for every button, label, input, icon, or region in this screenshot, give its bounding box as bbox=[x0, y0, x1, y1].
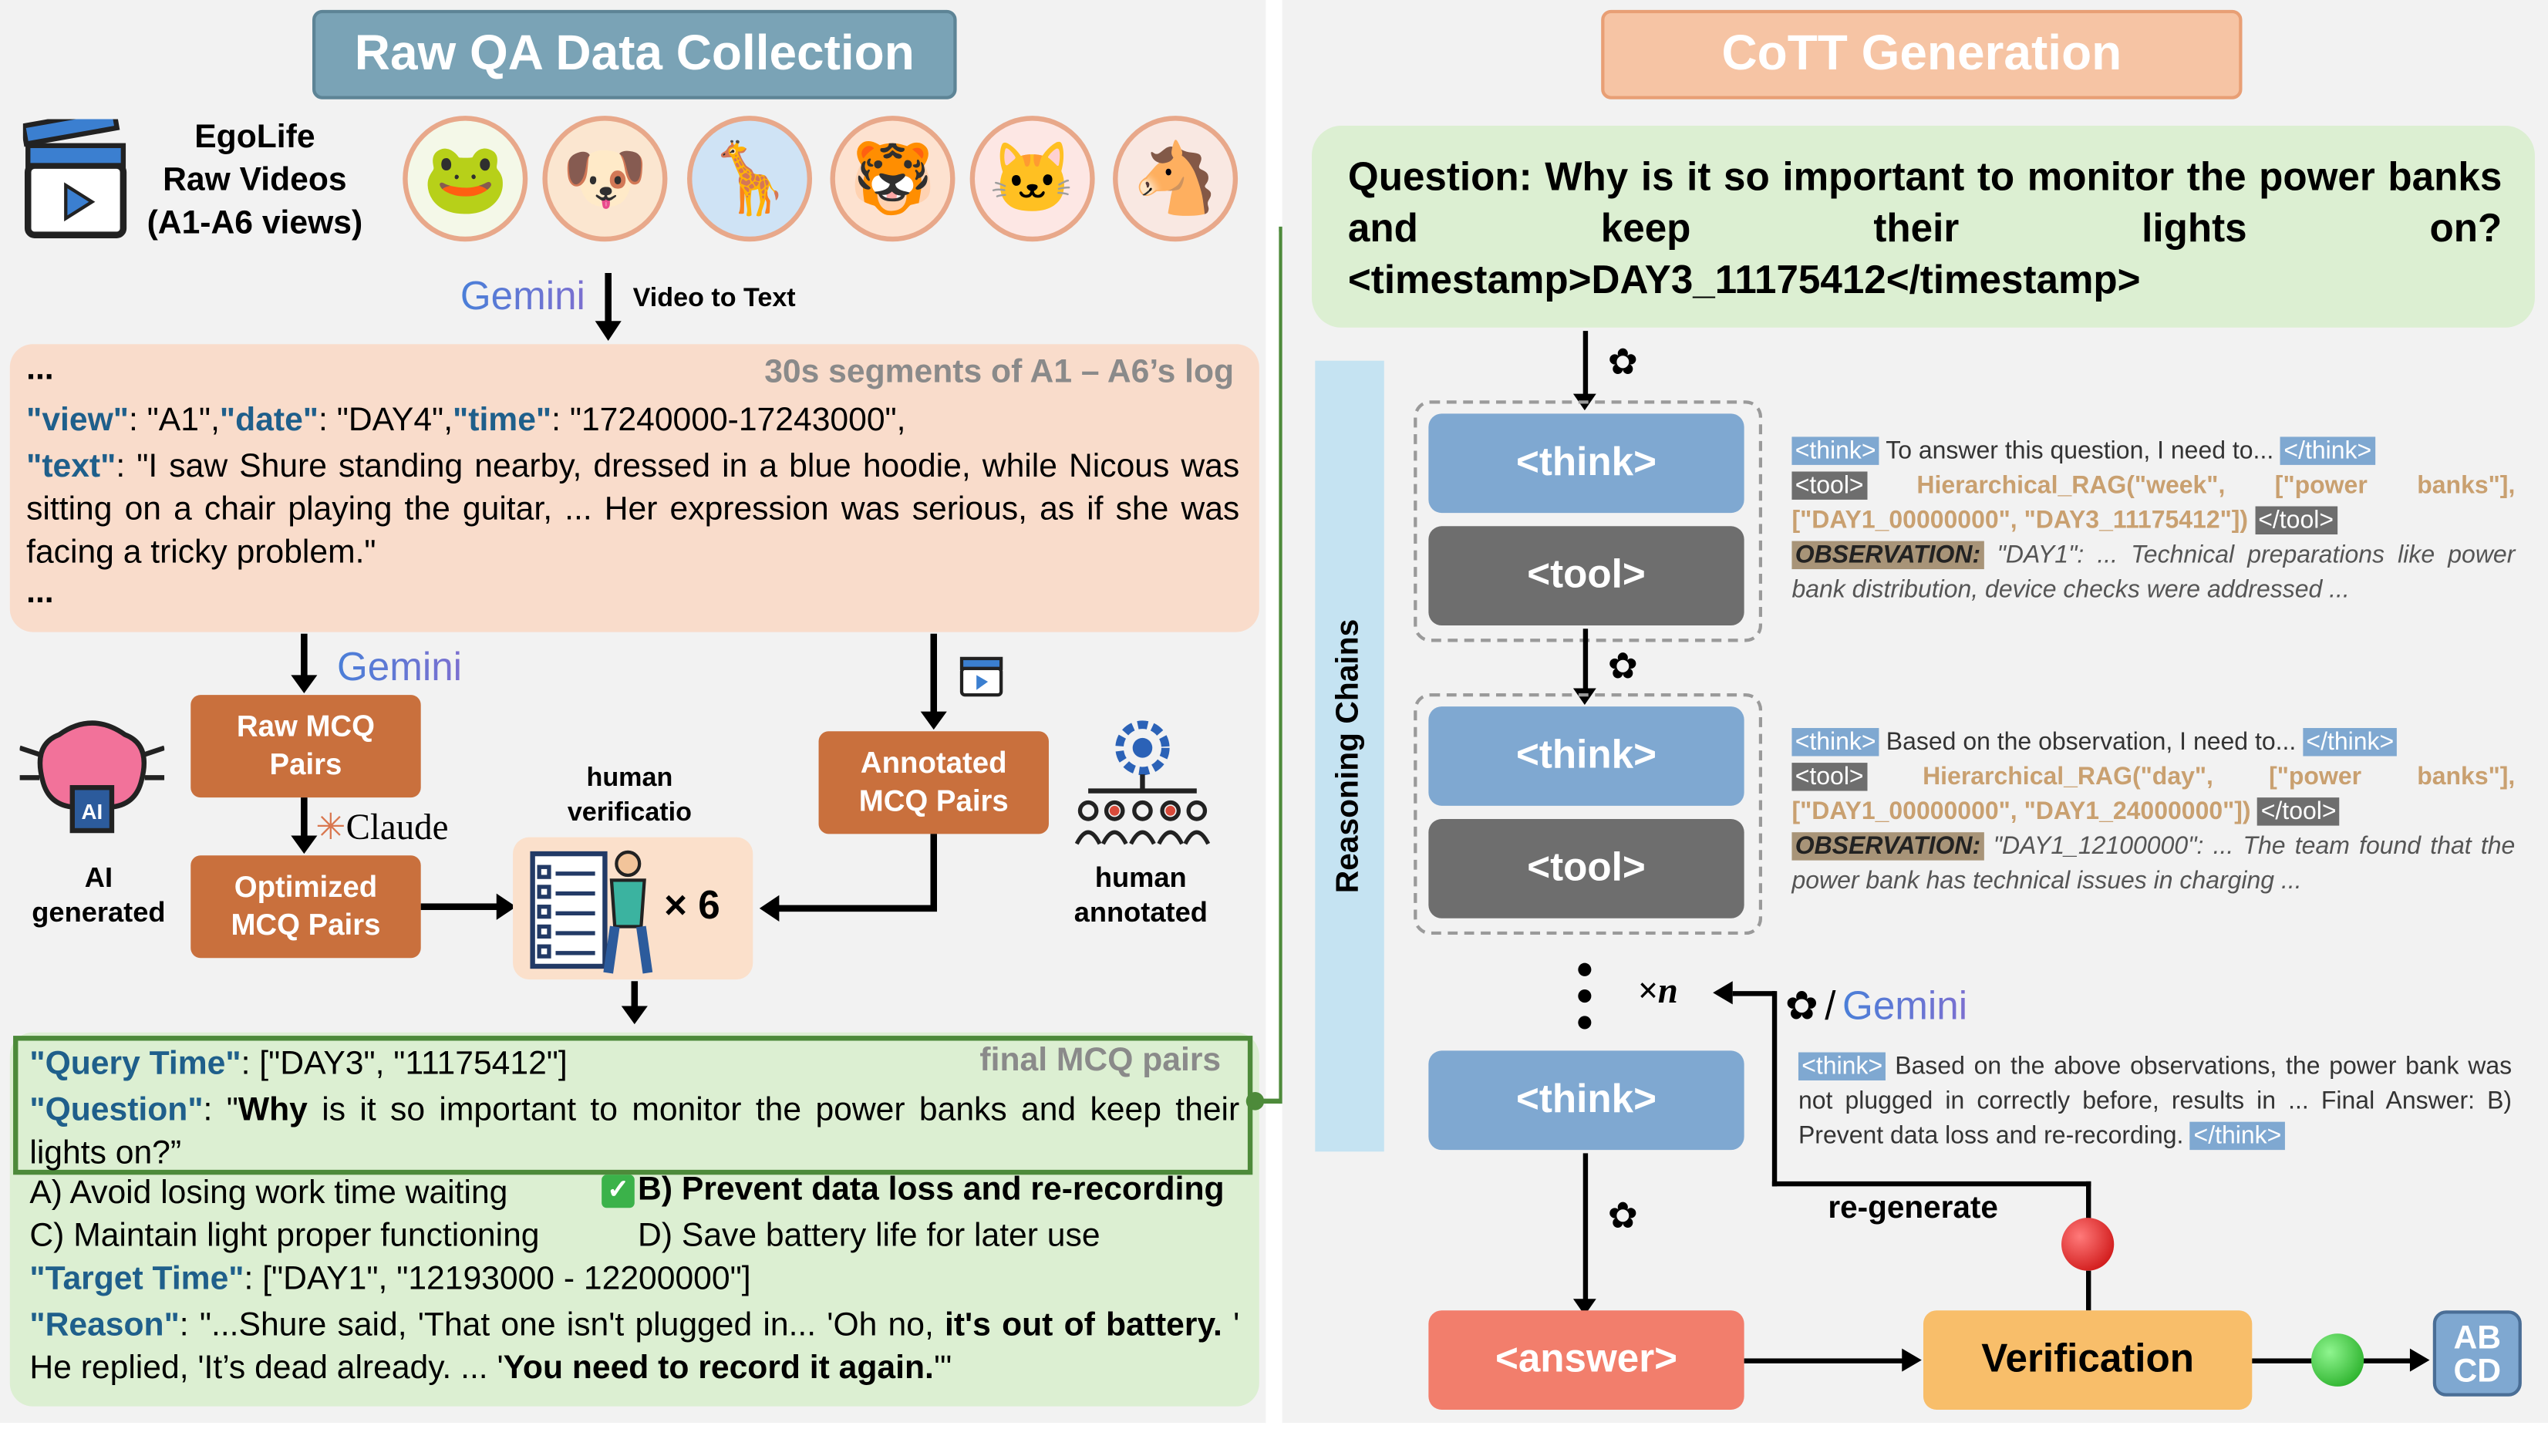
arrow-line bbox=[631, 981, 639, 1015]
arrow-head bbox=[1902, 1348, 1922, 1372]
arrow-line bbox=[930, 633, 938, 717]
connector-dot bbox=[1245, 1092, 1265, 1111]
arrow-head bbox=[2409, 1348, 2430, 1372]
openai-gemini-label: ✿/Gemini bbox=[1785, 982, 1967, 1030]
tiger-avatar: 🐯 bbox=[830, 116, 956, 242]
tool-box-1: <tool> bbox=[1428, 526, 1744, 625]
arrow-head bbox=[291, 675, 318, 693]
dog-avatar: 🐶 bbox=[542, 116, 668, 242]
giraffe-avatar: 🦒 bbox=[687, 116, 813, 242]
arrow-head bbox=[1713, 981, 1733, 1005]
reason-line: "Reason": "...Shure said, 'That one isn'… bbox=[29, 1306, 1240, 1387]
right-title: CoTT Generation bbox=[1601, 9, 2243, 99]
option-c: C) Maintain light proper functioning bbox=[29, 1218, 540, 1255]
arrow-line bbox=[1582, 629, 1589, 696]
cat-avatar: 🐱 bbox=[969, 116, 1095, 242]
arrow-line bbox=[301, 797, 308, 841]
log-ellipsis-top: ... bbox=[26, 350, 54, 388]
think-box-final: <think> bbox=[1428, 1050, 1744, 1151]
final-mcq-header: final MCQ pairs bbox=[979, 1042, 1222, 1079]
openai-icon: ✿ bbox=[1607, 340, 1639, 383]
log-header: 30s segments of A1 – A6’s log bbox=[764, 354, 1235, 391]
horse-avatar: 🐴 bbox=[1113, 116, 1239, 242]
gemini-logo-2: Gemini bbox=[337, 645, 462, 692]
connector-line bbox=[1279, 226, 1284, 1104]
question-text: Question: Why is it so important to moni… bbox=[1347, 155, 2502, 303]
green-light-icon bbox=[2311, 1333, 2364, 1387]
svg-text:AI: AI bbox=[82, 800, 103, 824]
connector-line bbox=[1252, 1098, 1282, 1104]
arrow-line bbox=[301, 633, 308, 684]
question-box bbox=[1312, 126, 2535, 328]
log-text: "text": "I saw Shure standing nearby, dr… bbox=[26, 448, 1240, 571]
arrow-line bbox=[930, 834, 938, 911]
check-icon: ✓ bbox=[602, 1174, 635, 1208]
ai-brain-icon: AI bbox=[19, 715, 166, 841]
option-d: D) Save battery life for later use bbox=[638, 1218, 1100, 1255]
openai-icon: ✿ bbox=[1785, 984, 1818, 1030]
arrow-line bbox=[1582, 331, 1589, 397]
regenerate-label: re-generate bbox=[1828, 1191, 1998, 1226]
query-time-line: "Query Time": ["DAY3", "11175412"] bbox=[29, 1045, 568, 1083]
raw-mcq-box: Raw MCQ Pairs bbox=[190, 695, 421, 798]
log-ellipsis-bottom: ... bbox=[26, 574, 54, 611]
checklist-person-icon bbox=[526, 841, 658, 976]
vertical-ellipsis bbox=[1578, 962, 1594, 1030]
final-think-text: <think> Based on the above observations,… bbox=[1798, 1052, 2513, 1151]
regen-line bbox=[1771, 1181, 2091, 1187]
optimized-mcq-box: Optimized MCQ Pairs bbox=[190, 855, 421, 959]
claude-logo: ✳Claude bbox=[315, 805, 449, 848]
team-gear-icon bbox=[1072, 712, 1213, 854]
arrow-line bbox=[1744, 1358, 1906, 1363]
step2-text: <think> Based on the observation, I need… bbox=[1791, 728, 2516, 895]
log-line-1: "view": "A1","date": "DAY4","time": "172… bbox=[26, 402, 906, 439]
arrow-head bbox=[920, 711, 947, 730]
arrow-down bbox=[605, 273, 612, 326]
think-box-2: <think> bbox=[1428, 706, 1744, 806]
log-box bbox=[9, 344, 1259, 632]
egolife-label: EgoLife Raw Videos (A1-A6 views) bbox=[147, 119, 363, 242]
regen-line bbox=[1771, 991, 1778, 1187]
clapperboard-icon bbox=[20, 106, 128, 241]
arrow-line bbox=[420, 903, 501, 911]
step1-text: <think> To answer this question, I need … bbox=[1791, 436, 2516, 605]
abcd-icon: AB CD bbox=[2432, 1310, 2522, 1397]
video-to-text-label: Video to Text bbox=[632, 285, 796, 313]
red-light-icon bbox=[2061, 1218, 2115, 1271]
tool-box-2: <tool> bbox=[1428, 819, 1744, 918]
reasoning-chains-bar bbox=[1315, 360, 1384, 1152]
target-time-line: "Target Time": ["DAY1", "12193000 - 1220… bbox=[29, 1260, 751, 1298]
answer-box: <answer> bbox=[1428, 1310, 1744, 1410]
arrow-head bbox=[759, 895, 780, 922]
clapperboard-small-icon bbox=[959, 649, 1005, 698]
times-n-label: ×n bbox=[1637, 969, 1678, 1011]
option-a: A) Avoid losing work time waiting bbox=[29, 1175, 508, 1212]
frog-avatar: 🐸 bbox=[403, 116, 528, 242]
openai-icon: ✿ bbox=[1607, 645, 1639, 687]
question-line: "Question": "Why is it so important to m… bbox=[29, 1092, 1240, 1172]
reasoning-chains-label: Reasoning Chains bbox=[1331, 618, 1367, 894]
arrow-head bbox=[621, 1006, 648, 1025]
annotated-mcq-box: Annotated MCQ Pairs bbox=[818, 731, 1049, 834]
openai-icon: ✿ bbox=[1607, 1195, 1639, 1236]
think-box-1: <think> bbox=[1428, 413, 1744, 514]
chain-step-2 bbox=[1414, 693, 1763, 935]
arrow-head bbox=[291, 835, 318, 854]
regen-line bbox=[2086, 1270, 2091, 1311]
regen-line bbox=[2086, 1181, 2091, 1248]
times-six-label: × 6 bbox=[664, 883, 720, 929]
chain-step-1 bbox=[1414, 400, 1763, 642]
final-mcq-box bbox=[9, 1032, 1259, 1407]
verification-box-right: Verification bbox=[1923, 1310, 2253, 1410]
gemini-logo: Gemini bbox=[460, 275, 585, 321]
arrow-line bbox=[776, 905, 938, 912]
arrow-head bbox=[595, 321, 622, 341]
arrow-line bbox=[1732, 991, 1776, 996]
arrow-line bbox=[1582, 1153, 1589, 1303]
left-title: Raw QA Data Collection bbox=[312, 9, 957, 99]
option-b: ✓B) Prevent data loss and re-recording bbox=[602, 1171, 1225, 1209]
